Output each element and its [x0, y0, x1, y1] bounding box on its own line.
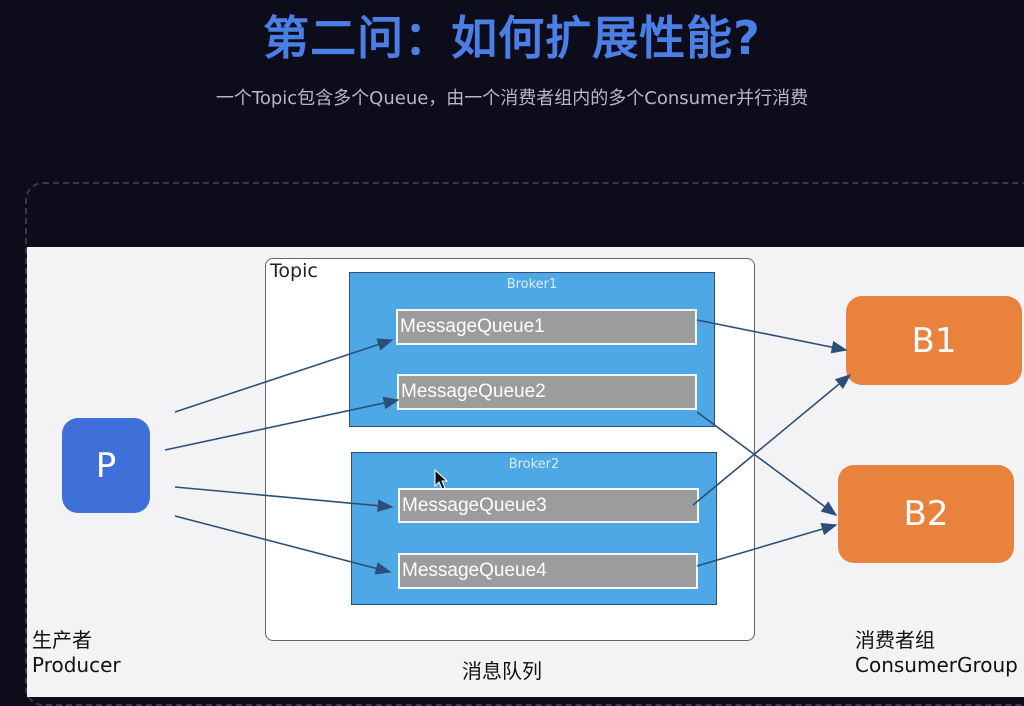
message-queue-3: MessageQueue3: [398, 488, 699, 523]
producer-label-en: Producer: [32, 653, 121, 677]
producer-label-cn: 生产者: [32, 628, 92, 652]
topic-label: Topic: [270, 260, 318, 282]
queue-caption: 消息队列: [462, 659, 542, 683]
consumer-group-label-en: ConsumerGroup: [855, 653, 1018, 677]
arrow-mq2-b2: [696, 411, 838, 516]
consumer-group-label-cn: 消费者组: [855, 628, 935, 652]
arrow-mq3-b1: [692, 373, 852, 506]
arrow-p-mq4: [174, 515, 392, 575]
slide-subtitle: 一个Topic包含多个Queue，由一个消费者组内的多个Consumer并行消费: [215, 88, 809, 109]
broker2-label: Broker2: [508, 457, 560, 472]
producer-node: P: [62, 418, 150, 513]
consumer-b1-node: B1: [846, 296, 1022, 385]
slide-title: 第二问：如何扩展性能?: [263, 11, 761, 65]
broker1-label: Broker1: [506, 277, 558, 292]
arrow-mq4-b2: [696, 522, 838, 567]
message-queue-2: MessageQueue2: [397, 374, 697, 410]
message-queue-4: MessageQueue4: [398, 553, 698, 589]
consumer-b2-node: B2: [838, 465, 1014, 563]
message-queue-1: MessageQueue1: [396, 309, 697, 345]
mouse-cursor-icon: [434, 468, 449, 490]
arrow-p-mq1: [174, 338, 394, 413]
arrow-p-mq3: [174, 486, 394, 513]
arrow-p-mq2: [164, 396, 400, 451]
arrow-mq1-b1: [696, 319, 848, 354]
